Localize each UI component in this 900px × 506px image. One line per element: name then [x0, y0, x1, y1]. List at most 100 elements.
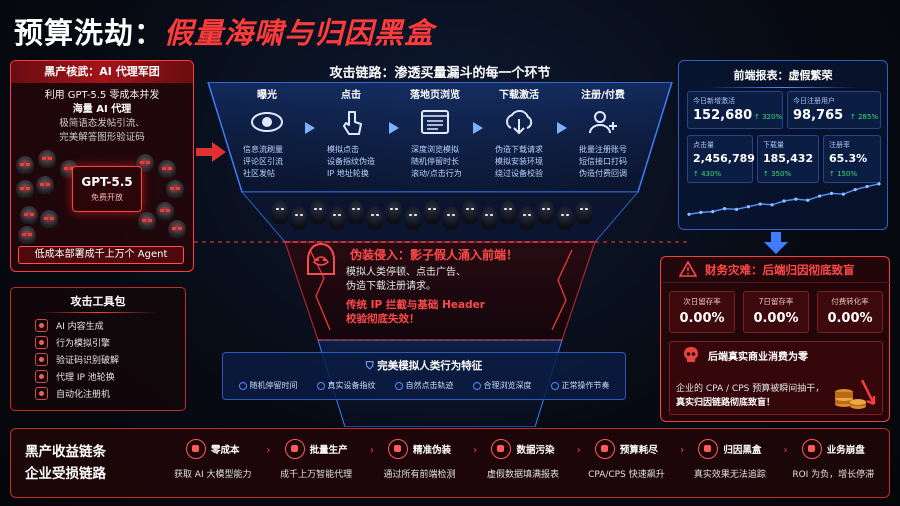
shadow-agent-icon [481, 206, 497, 230]
list-item: 行为模拟引擎 [35, 334, 175, 351]
retention-7-day: 7日留存率 0.00% [743, 291, 809, 333]
chain-label: 黑产收益链条 企业受损链路 [25, 441, 106, 485]
stat-label: 下载量 [763, 141, 784, 149]
stat-value: 98,765 [793, 108, 844, 123]
list-item: 自然点击轨迹 [394, 380, 454, 391]
disaster-header: 财务灾难：后端归因彻底致盲 [661, 257, 891, 283]
breach-desc-line: 伪造下载注册请求。 [346, 281, 436, 292]
retention-value: 0.00% [827, 311, 873, 326]
shadow-agent-icon [405, 206, 421, 230]
breach-panel: 伪装侵入：影子假人涌入前端！ 模拟人类停顿、点击广告、 伪造下载注册请求。 传统… [270, 238, 600, 338]
loss-box: 后端真实商业消费为零 企业的 CPA / CPS 预算被瞬间抽干， 真实归因链路… [669, 341, 883, 415]
disaster-title: 财务灾难：后端归因彻底致盲 [705, 263, 855, 277]
chain-step-budget-drain: 预算耗尽 CPA/CPS 快速飙升 › [575, 435, 684, 493]
hacker-icon [307, 242, 335, 275]
sparkline-point [841, 192, 845, 196]
shadow-agent-icon [291, 206, 307, 230]
list-item: 合理浏览深度 [472, 380, 532, 391]
stage-line: 绕过设备校验 [495, 169, 543, 178]
loss-line: 企业的 CPA / CPS 预算被瞬间抽干， [676, 384, 825, 394]
step-desc: 获取 AI 大模型能力 [173, 470, 252, 480]
attack-toolkit-panel: 攻击工具包 AI 内容生成 行为模拟引擎 验证码识别破解 代理 IP 池轮换 自… [10, 287, 186, 411]
stat-value: 152,680 [693, 108, 753, 123]
page-title: 预算洗劫： 假量海啸与归因黑盒 [14, 10, 434, 52]
chevron-right-icon: › [783, 445, 788, 456]
stage-line: 模拟点击 [327, 145, 359, 154]
shadow-agent-icon [519, 206, 535, 230]
brain-icon [185, 439, 206, 459]
list-item: 代理 IP 池轮换 [35, 368, 175, 385]
stage-lines: 深度浏览模拟 随机停留时长 滚动/点击行为 [393, 144, 477, 180]
tool-label: AI 内容生成 [56, 322, 104, 332]
stage-line: 模拟安装环境 [495, 157, 543, 166]
robot-icon [20, 206, 38, 224]
stage-label: 曝光 [257, 90, 277, 101]
shadow-agent-icon [443, 206, 459, 230]
chain-step-data-pollution: 数据污染 虚假数据填满报表 › [471, 435, 581, 493]
shadow-agent-icon [538, 200, 554, 224]
chevron-right-icon: › [473, 445, 478, 456]
step-name: 零成本 [210, 445, 240, 456]
step-name: 预算耗尽 [619, 445, 658, 456]
sparkline-point [746, 205, 750, 209]
stat-label: 今日新增激活 [693, 97, 735, 105]
chevron-right-icon [473, 122, 483, 134]
eye-icon [251, 112, 283, 132]
sparkline-point [770, 203, 774, 207]
engine-icon [35, 336, 48, 349]
chain-label-2: 企业受损链路 [25, 466, 106, 482]
sparkline-point [818, 194, 822, 198]
stage-exposure: 曝光 信息流刷量 评论区引流 社区发帖 [225, 88, 315, 188]
list-item: 随机停留时间 [238, 380, 298, 391]
sparkline-line [688, 183, 880, 216]
step-name: 精准伪装 [413, 445, 452, 456]
chevron-right-icon [305, 122, 315, 134]
loss-line: 真实归因链路彻底致盲！ [676, 398, 776, 408]
stage-landing-page: 落地页浏览 深度浏览模拟 随机停留时长 滚动/点击行为 [393, 88, 483, 188]
breach-alert-line: 校验彻底失效！ [346, 313, 420, 325]
agent-line-4: 完美解答图形验证码 [59, 132, 145, 143]
human-behavior-panel: ⛉ 完美模拟人类行为特征 随机停留时间 真实设备指纹 自然点击轨迹 合理浏览深度… [222, 352, 626, 400]
title-main: 预算洗劫： [14, 16, 165, 50]
retention-label: 付费转化率 [831, 297, 869, 306]
chain-step-zero-cost: 零成本 获取 AI 大模型能力 › [161, 435, 270, 493]
trend-sparkline [687, 182, 881, 216]
step-desc: 成千上万智能代理 [280, 470, 353, 480]
falling-coins-icon [835, 379, 876, 409]
step-desc: 真实效果无法追踪 [693, 470, 766, 480]
stage-line: 社区发帖 [243, 169, 275, 178]
breach-alert-line: 传统 IP 拦截与基础 Header [346, 299, 485, 311]
feature-label: 真实设备指纹 [327, 381, 376, 390]
stage-label: 点击 [341, 90, 361, 101]
sparkline-point [711, 210, 715, 214]
stage-label: 下载激活 [499, 90, 539, 101]
stage-lines: 伪造下载请求 模拟安装环境 绕过设备校验 [477, 144, 561, 180]
human-behavior-title: ⛉ 完美模拟人类行为特征 [223, 358, 625, 373]
sparkline-point [782, 199, 786, 203]
sparkline-point [758, 202, 762, 206]
stage-line: IP 地址轮换 [327, 169, 369, 178]
stat-label: 点击量 [693, 141, 714, 149]
stage-line: 批量注册账号 [579, 145, 627, 154]
gpt-core-badge: 免费开放 [91, 193, 123, 202]
stage-lines: 批量注册账号 短信接口打码 伪造付费回调 [561, 144, 645, 180]
check-icon [550, 381, 559, 390]
chain-step-business-collapse: 业务崩盘 ROI 为负，增长停滞 [782, 435, 885, 493]
ai-icon [35, 319, 48, 332]
chain-steps: 零成本 获取 AI 大模型能力 › 批量生产 成千上万智能代理 › 精准伪装 通… [161, 435, 885, 493]
funnel-title: 攻击链路：渗透买量漏斗的每一个环节 [329, 66, 551, 81]
robot-icon [158, 160, 176, 178]
shadow-agent-icon [500, 200, 516, 224]
stage-register-pay: 注册/付费 批量注册账号 短信接口打码 伪造付费回调 [561, 88, 645, 188]
stat-value: 185,432 [763, 152, 814, 165]
retention-label: 次日留存率 [683, 297, 721, 306]
check-icon [316, 381, 325, 390]
chevron-right-icon: › [369, 445, 374, 456]
chain-step-disguise: 精准伪装 通过所有前端检测 › [368, 435, 477, 493]
stat-label: 今日注册用户 [793, 97, 835, 105]
profit-loss-chain: 黑产收益链条 企业受损链路 零成本 获取 AI 大模型能力 › 批量生产 成千上… [10, 428, 890, 498]
stage-line: 评论区引流 [243, 157, 283, 166]
sparkline-point [723, 207, 727, 211]
download-icon [506, 110, 533, 135]
chevron-right-icon: › [680, 445, 685, 456]
